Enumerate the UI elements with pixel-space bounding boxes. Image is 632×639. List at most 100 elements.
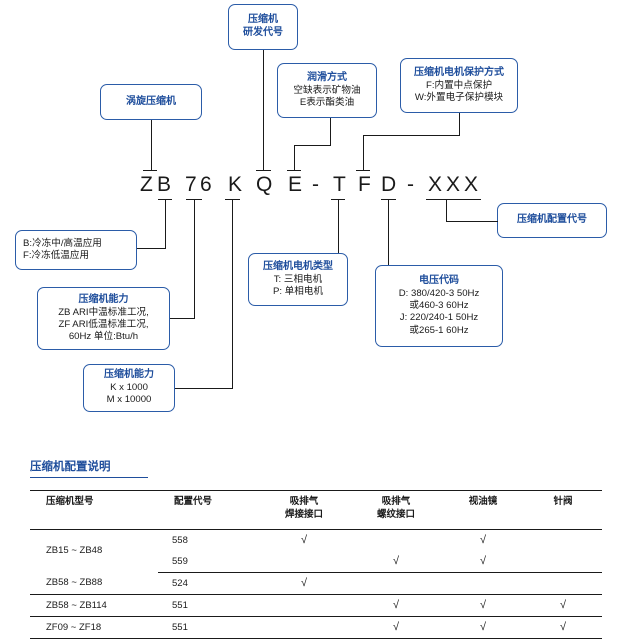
cell-needle-valve xyxy=(524,572,602,595)
check-mark: √ xyxy=(559,621,567,634)
code-char: E xyxy=(288,173,303,196)
callout-line: B:冷冻中/高温应用 xyxy=(23,237,102,249)
callout-line: 压缩机 xyxy=(248,14,278,26)
callout-capacity-ari: 压缩机能力 ZB ARI中温标准工况, ZF ARI低温标准工况, 60Hz 单… xyxy=(37,287,170,350)
cell-config-code: 559 xyxy=(158,550,258,573)
callout-line: 空缺表示矿物油 xyxy=(293,84,361,96)
connector-lubrication-across xyxy=(294,145,331,146)
table-row: 559 √ √ xyxy=(30,550,602,573)
header-line: 针阀 xyxy=(553,496,573,507)
config-table-section: 压缩机配置说明 压缩机型号 配置代号 吸排气 焊接接口 xyxy=(30,458,602,639)
check-mark: √ xyxy=(559,599,567,612)
callout-line: 涡旋压缩机 xyxy=(126,95,176,107)
connector-lubrication-down xyxy=(330,118,331,145)
code-char: Z xyxy=(140,173,153,196)
code-char: K xyxy=(228,173,243,196)
segment-overbar-f xyxy=(356,170,370,171)
callout-line: F:内置中点保护 xyxy=(425,79,493,91)
header-line: 螺纹接口 xyxy=(376,508,415,520)
header-line: 焊接接口 xyxy=(284,508,323,520)
cell-needle-valve xyxy=(524,550,602,573)
cell-needle-valve xyxy=(524,529,602,551)
segment-underbar-76 xyxy=(186,199,202,200)
callout-rnd-code: 压缩机 研发代号 xyxy=(228,4,298,50)
callout-line: 润滑方式 xyxy=(307,71,347,83)
connector-motor-protection-across xyxy=(363,135,460,136)
cell-weld xyxy=(258,550,350,573)
header-line: 吸排气 xyxy=(289,496,319,507)
callout-line: 或460-3 60Hz xyxy=(409,300,469,312)
callout-motor-type: 压缩机电机类型 T: 三相电机 P: 单相电机 xyxy=(248,253,348,306)
callout-line: 压缩机电机保护方式 xyxy=(414,66,504,78)
cell-weld: √ xyxy=(258,572,350,595)
code-char: B xyxy=(157,173,172,196)
check-mark: √ xyxy=(479,534,487,547)
cell-sight-glass: √ xyxy=(442,616,524,638)
segment-overbar-z xyxy=(143,170,157,171)
connector-lubrication-stub xyxy=(294,145,295,170)
connector-motor-type xyxy=(338,200,339,253)
callout-line: T: 三相电机 xyxy=(273,273,323,285)
cell-model: ZB15 ~ ZB48 xyxy=(46,545,103,557)
header-line: 吸排气 xyxy=(381,496,411,507)
segment-underbar-xxx xyxy=(426,199,481,200)
callout-motor-protection: 压缩机电机保护方式 F:内置中点保护 W:外置电子保护模块 xyxy=(400,58,518,113)
callout-line: 或265-1 60Hz xyxy=(409,324,469,336)
cell-config-code: 551 xyxy=(158,594,258,617)
cell-sight-glass: √ xyxy=(442,550,524,573)
callout-line: E表示酯类油 xyxy=(299,96,355,108)
cell-weld xyxy=(258,616,350,638)
callout-line: 压缩机电机类型 xyxy=(263,260,333,272)
cell-weld xyxy=(258,594,350,617)
callout-line: 研发代号 xyxy=(243,27,283,38)
config-table: 压缩机型号 配置代号 吸排气 焊接接口 吸排气 螺纹接口 视油镜 针阀 xyxy=(30,490,602,638)
callout-config-code: 压缩机配置代号 xyxy=(497,203,607,238)
callout-capacity-multiplier: 压缩机能力 K x 1000 M x 10000 xyxy=(83,364,175,412)
callout-line: W:外置电子保护模块 xyxy=(414,91,504,103)
table-row: ZB58 ~ ZB114 551 √ √ √ xyxy=(30,594,602,617)
code-char: 6 xyxy=(200,173,212,196)
cell-model: ZB58 ~ ZB88 xyxy=(30,572,158,595)
table-header-cell: 针阀 xyxy=(524,490,602,530)
cell-sight-glass xyxy=(442,572,524,595)
connector-capacity-ari-down xyxy=(194,200,195,318)
segment-overbar-q xyxy=(256,170,271,171)
callout-line: ZB ARI中温标准工况, xyxy=(58,306,149,318)
header-line: 配置代号 xyxy=(174,496,213,507)
check-mark: √ xyxy=(479,555,487,568)
callout-lubrication: 润滑方式 空缺表示矿物油 E表示酯类油 xyxy=(277,63,377,118)
callout-scroll-compressor: 涡旋压缩机 xyxy=(100,84,202,120)
check-mark: √ xyxy=(392,599,400,612)
segment-underbar-d xyxy=(381,199,396,200)
cell-config-code: 524 xyxy=(158,572,258,595)
table-header-row: 压缩机型号 配置代号 吸排气 焊接接口 吸排气 螺纹接口 视油镜 针阀 xyxy=(30,490,602,530)
cell-thread: √ xyxy=(350,616,442,638)
cell-thread xyxy=(350,529,442,551)
cell-thread: √ xyxy=(350,550,442,573)
code-char: Q xyxy=(256,173,273,196)
callout-line: D: 380/420-3 50Hz xyxy=(398,287,480,299)
connector-capacity-ari-across xyxy=(170,318,195,319)
check-mark: √ xyxy=(300,534,308,547)
code-char: X xyxy=(464,173,479,196)
cell-needle-valve: √ xyxy=(524,594,602,617)
table-header-cell: 视油镜 xyxy=(442,490,524,530)
callout-line: 电压代码 xyxy=(419,275,459,287)
segment-overbar-e xyxy=(287,170,301,171)
cell-sight-glass: √ xyxy=(442,594,524,617)
check-mark: √ xyxy=(479,599,487,612)
cell-thread xyxy=(350,572,442,595)
cell-model: ZF09 ~ ZF18 xyxy=(46,621,102,633)
callout-line: 压缩机能力 xyxy=(78,293,129,305)
callout-line: P: 单相电机 xyxy=(272,285,324,297)
segment-underbar-k xyxy=(225,199,240,200)
callout-line: 60Hz 单位:Btu/h xyxy=(68,331,139,343)
callout-line: M x 10000 xyxy=(106,394,152,406)
section-title: 压缩机配置说明 xyxy=(30,461,111,473)
callout-line: 压缩机能力 xyxy=(104,369,154,381)
connector-scroll-compressor xyxy=(151,120,152,170)
code-char: - xyxy=(312,173,319,196)
table-row: ZF09 ~ ZF18 551 √ √ √ xyxy=(30,616,602,638)
cell-needle-valve: √ xyxy=(524,616,602,638)
header-line: 压缩机型号 xyxy=(46,496,94,507)
